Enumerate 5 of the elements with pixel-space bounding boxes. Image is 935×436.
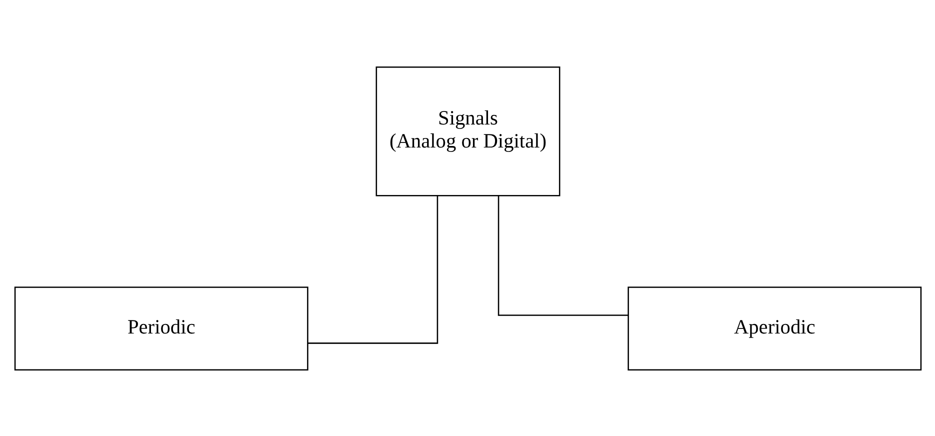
connector [497,195,628,316]
node-box: Signals (Analog or Digital) [375,66,560,196]
node-box: Aperiodic [627,286,922,370]
node-box: Periodic [14,286,308,370]
connector [307,196,438,344]
